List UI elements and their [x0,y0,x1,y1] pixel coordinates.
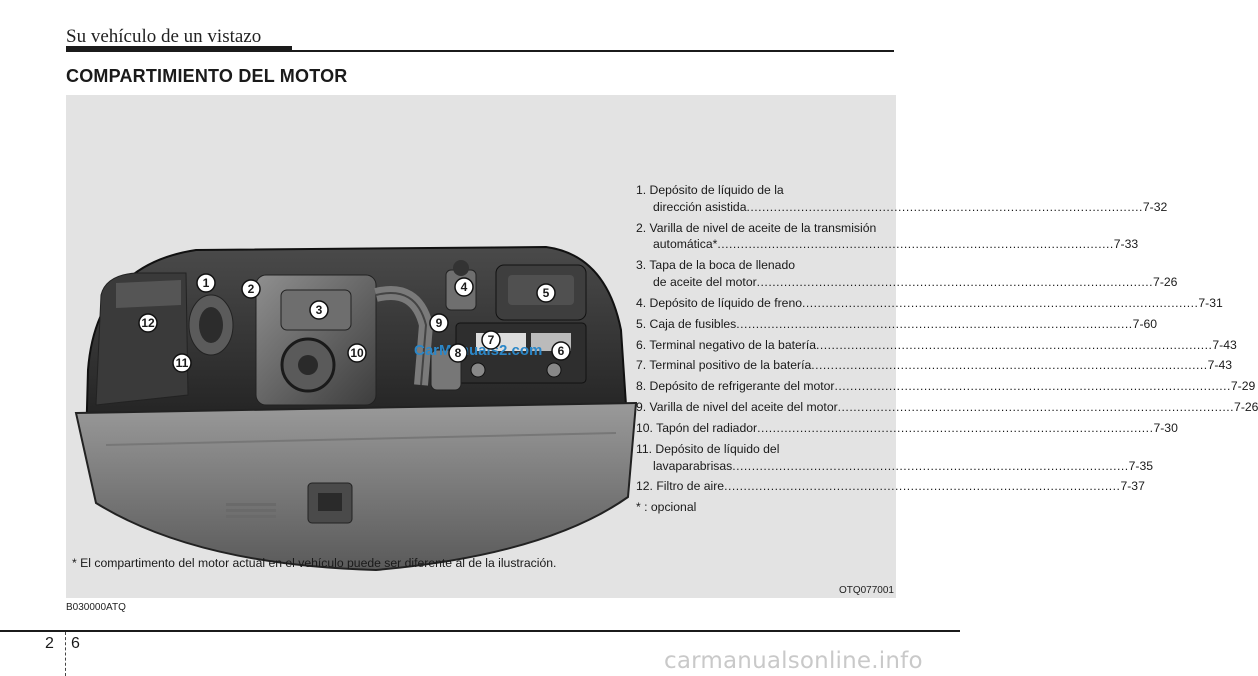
part-label-cont: de aceite del motor [653,275,757,290]
page-title: COMPARTIMIENTO DEL MOTOR [66,66,348,86]
part-page: 7-60 [1132,316,1158,331]
callout-marker: 3 [309,300,329,320]
callout-number: 1 [203,276,210,290]
part-label: 4. Depósito de líquido de freno [636,295,803,310]
parts-list-item: * : opcional [636,499,893,516]
footer-line [0,630,960,632]
part-page: 7-33 [1113,237,1139,252]
part-page: 7-26 [1234,400,1258,415]
parts-list-item: 3. Tapa de la boca de llenado de aceite d… [636,257,1177,291]
callout-marker: 8 [448,343,468,363]
part-label-cont: lavaparabrisas [653,458,733,473]
disclaimer: * El compartimento del motor actual en e… [72,556,557,570]
part-page: 7-31 [1198,295,1223,310]
callout-marker: 10 [347,343,367,363]
callout-number: 5 [543,286,550,300]
part-label: 12. Filtro de aire [636,479,725,494]
part-page: 7-29 [1230,379,1256,394]
illustration-watermark: CarManuals2.com [414,342,542,359]
part-label-cont: automática* [653,237,718,252]
page-number: 6 [71,635,80,652]
part-label: 8. Depósito de refrigerante del motor [636,379,835,394]
part-label: 1. Depósito de líquido de la [636,183,784,197]
parts-list-item: 7. Terminal positivo de la batería 7-43 [636,357,1232,374]
parts-list-item: 10. Tapón del radiador 7-30 [636,420,1178,437]
part-page: 7-43 [1212,337,1237,352]
callout-number: 11 [176,356,189,370]
footer-watermark: carmanualsonline.info [664,648,923,674]
parts-list-item: 2. Varilla de nivel de aceite de la tran… [636,220,1138,254]
callout-marker: 7 [481,330,501,350]
part-label-cont: dirección asistida [653,199,747,214]
header-bar-thin [292,50,894,52]
parts-list-item: 8. Depósito de refrigerante del motor 7-2… [636,378,1255,395]
callout-number: 6 [558,344,565,358]
callout-marker: 9 [429,313,449,333]
callout-marker: 11 [172,353,192,373]
part-label: 11. Depósito de líquido del [636,441,780,456]
parts-list-item: 12. Filtro de aire 7-37 [636,478,1145,495]
callout-number: 7 [488,333,495,347]
callout-number: 8 [455,346,462,360]
part-label: 9. Varilla de nivel del aceite del motor [636,400,838,415]
part-page: 7-26 [1153,275,1178,290]
reference-code: B030000ATQ [66,602,126,613]
callout-number: 10 [350,346,364,360]
figure-code: OTQ077001 [838,585,894,596]
part-label: 2. Varilla de nivel de aceite de la tran… [636,220,877,235]
part-page: 7-30 [1153,420,1178,435]
callout-marker: 1 [196,273,216,293]
callout-marker: 12 [138,313,158,333]
part-label: 5. Caja de fusibles [636,316,737,331]
parts-list-item: 11. Depósito de líquido del lavaparabrisa… [636,441,1153,475]
callout-marker: 6 [551,341,571,361]
parts-list-item: 9. Varilla de nivel del aceite del motor… [636,399,1258,416]
callout-number: 3 [316,303,323,317]
parts-list-item: 5. Caja de fusibles 7-60 [636,316,1157,333]
callout-marker: 5 [536,283,556,303]
part-page: 7-35 [1128,458,1154,473]
part-label: 3. Tapa de la boca de llenado [636,258,796,273]
header-bar-thick [66,46,292,52]
callout-number: 9 [436,316,443,330]
page-chapter: 2 [45,635,54,652]
part-label: 7. Terminal positivo de la batería [636,358,812,373]
part-page: 7-43 [1207,358,1233,373]
parts-list: 1. Depósito de líquido de la dirección as… [636,182,1258,520]
part-label: * : opcional [636,500,697,515]
callout-number: 4 [461,280,468,294]
part-page: 7-37 [1120,479,1145,494]
part-label: 10. Tapón del radiador [636,420,758,435]
section-header: Su vehículo de un vistazo [66,26,262,47]
part-page: 7-32 [1142,199,1168,214]
callout-marker: 2 [241,279,261,299]
parts-list-item: 4. Depósito de líquido de freno 7-31 [636,295,1223,312]
parts-list-item: 1. Depósito de líquido de la dirección as… [636,182,1167,216]
callout-number: 12 [141,316,155,330]
footer-divider [65,632,66,676]
callout-number: 2 [248,282,255,296]
part-label: 6. Terminal negativo de la batería [636,337,816,352]
parts-list-item: 6. Terminal negativo de la batería 7-43 [636,337,1237,354]
callout-marker: 4 [454,277,474,297]
